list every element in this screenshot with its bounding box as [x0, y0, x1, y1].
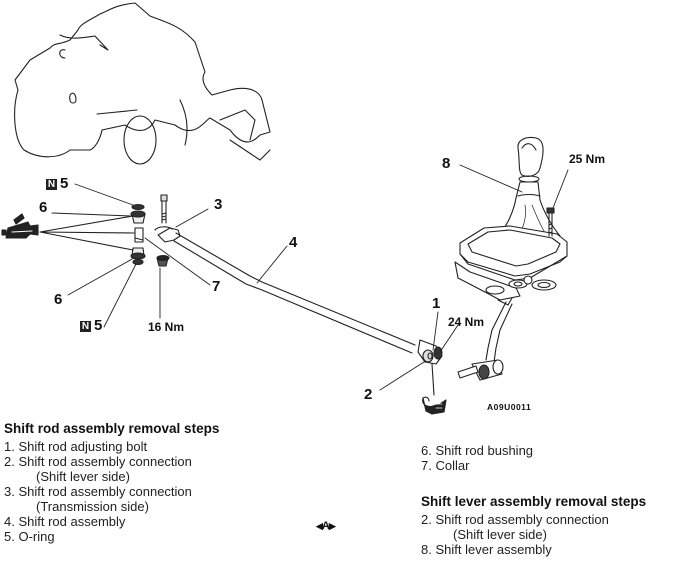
transmission-side-parts — [130, 194, 170, 267]
torque-25nm: 25 Nm — [569, 152, 606, 166]
exploded-diagram — [1, 2, 569, 415]
callout-6-bottom: 6 — [54, 291, 63, 308]
callout-6-top: 6 — [39, 199, 48, 216]
callout-4: 4 — [289, 234, 298, 251]
shift-lever-assembly — [454, 136, 568, 381]
step-item: 2. Shift rod assembly connection(Shift l… — [4, 454, 192, 484]
step-item: 3. Shift rod assembly connection(Transmi… — [4, 484, 192, 514]
step-item: 6. Shift rod bushing — [421, 443, 534, 458]
transmission-outline — [14, 2, 271, 165]
step-item: 8. Shift lever assembly — [421, 542, 552, 557]
step-item: 4. Shift rod assembly — [4, 514, 126, 529]
torque-24nm: 24 Nm — [448, 315, 485, 329]
shift-lever-removal-steps: Shift lever assembly removal steps 2. Sh… — [421, 494, 691, 557]
procedure-a-marker: ◀A▶ — [316, 520, 336, 532]
callout-1: 1 — [432, 295, 441, 312]
step-item: 7. Collar — [421, 458, 470, 473]
new-part-icon: N — [80, 321, 91, 332]
new-part-icon: N — [46, 179, 57, 190]
step-item: 1. Shift rod adjusting bolt — [4, 439, 148, 454]
grease-gun-icon — [1, 213, 39, 239]
torque-16nm: 16 Nm — [148, 320, 185, 334]
clip-icon — [422, 396, 447, 415]
step-item: 5. O-ring — [4, 529, 55, 544]
callout-2: 2 — [364, 386, 373, 403]
section-title: Shift lever assembly removal steps — [421, 494, 647, 509]
shift-rod-removal-steps: Shift rod assembly removal steps 1. Shif… — [4, 421, 334, 544]
shift-rod-removal-steps-continued: 6. Shift rod bushing 7. Collar — [421, 443, 691, 473]
callout-8: 8 — [442, 155, 451, 172]
callout-3: 3 — [214, 196, 223, 213]
figure-code: A09U0011 — [487, 402, 532, 412]
leader-lines — [51, 164, 569, 391]
step-item: 2. Shift rod assembly connection(Shift l… — [421, 512, 609, 542]
section-title: Shift rod assembly removal steps — [4, 421, 220, 436]
shift-rod — [154, 226, 443, 365]
callout-7: 7 — [212, 278, 221, 295]
